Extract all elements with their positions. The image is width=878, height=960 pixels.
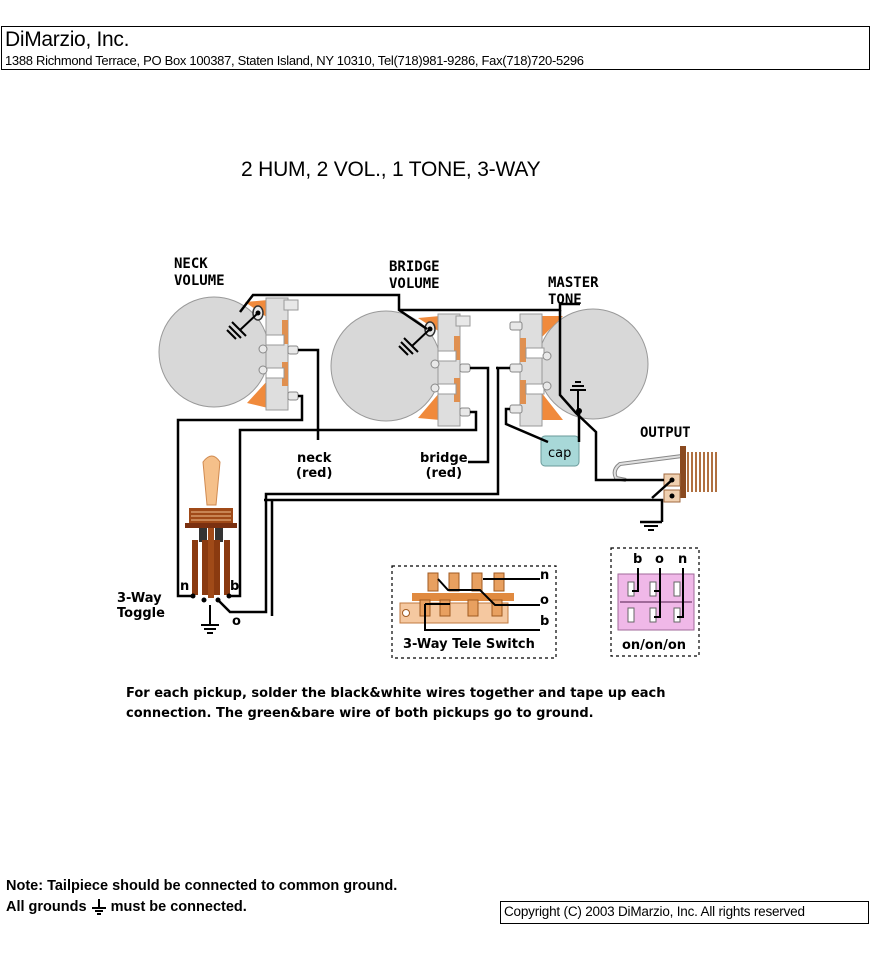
ground-note: Note: Tailpiece should be connected to c… [6,876,397,918]
on-on-on-label: on/on/on [622,638,687,653]
note-line-2: All grounds must be connected. [6,899,247,916]
bridge-wire-label: bridge (red) [420,451,468,481]
neck-volume-label: NECK VOLUME [174,256,225,289]
tele-switch-label: 3-Way Tele Switch [403,637,535,652]
tele-terminal-b: b [540,614,550,629]
master-tone-pot [509,308,649,427]
wires [176,293,673,616]
header-box: DiMarzio, Inc. 1388 Richmond Terrace, PO… [1,26,870,70]
copyright-notice: Copyright (C) 2003 DiMarzio, Inc. All ri… [500,901,869,924]
output-label: OUTPUT [640,425,691,441]
toggle-terminal-o: o [232,614,241,629]
on-on-on-switch-diagram [610,547,700,657]
instruction-line: connection. The green&bare wire of both … [126,706,594,721]
bridge-volume-label: BRIDGE VOLUME [389,259,440,292]
instruction-line: For each pickup, solder the black&white … [126,686,666,701]
onon-terminal-n: n [678,552,688,567]
tele-terminal-n: n [540,568,550,583]
wiring-instructions: For each pickup, solder the black&white … [126,684,746,724]
toggle-terminal-n: n [180,579,190,594]
toggle-terminal-b: b [230,579,240,594]
toggle-label: 3-Way Toggle [117,591,165,621]
master-tone-label: MASTER TONE [548,275,599,308]
neck-wire-label: neck (red) [296,451,333,481]
company-address: 1388 Richmond Terrace, PO Box 100387, St… [5,53,584,68]
onon-terminal-b: b [633,552,643,567]
diagram-title: 2 HUM, 2 VOL., 1 TONE, 3-WAY [241,158,541,181]
company-name: DiMarzio, Inc. [5,28,130,51]
output-jack [612,446,717,503]
tele-switch-diagram [391,565,557,659]
bridge-volume-pot [330,310,471,427]
tone-capacitor [540,435,580,467]
tele-terminal-o: o [540,593,549,608]
onon-terminal-o: o [655,552,664,567]
neck-volume-pot [158,296,299,411]
cap-label: cap [548,446,572,461]
three-way-toggle [185,455,237,634]
note-line-1: Note: Tailpiece should be connected to c… [6,878,398,894]
ground-icon [91,899,106,916]
